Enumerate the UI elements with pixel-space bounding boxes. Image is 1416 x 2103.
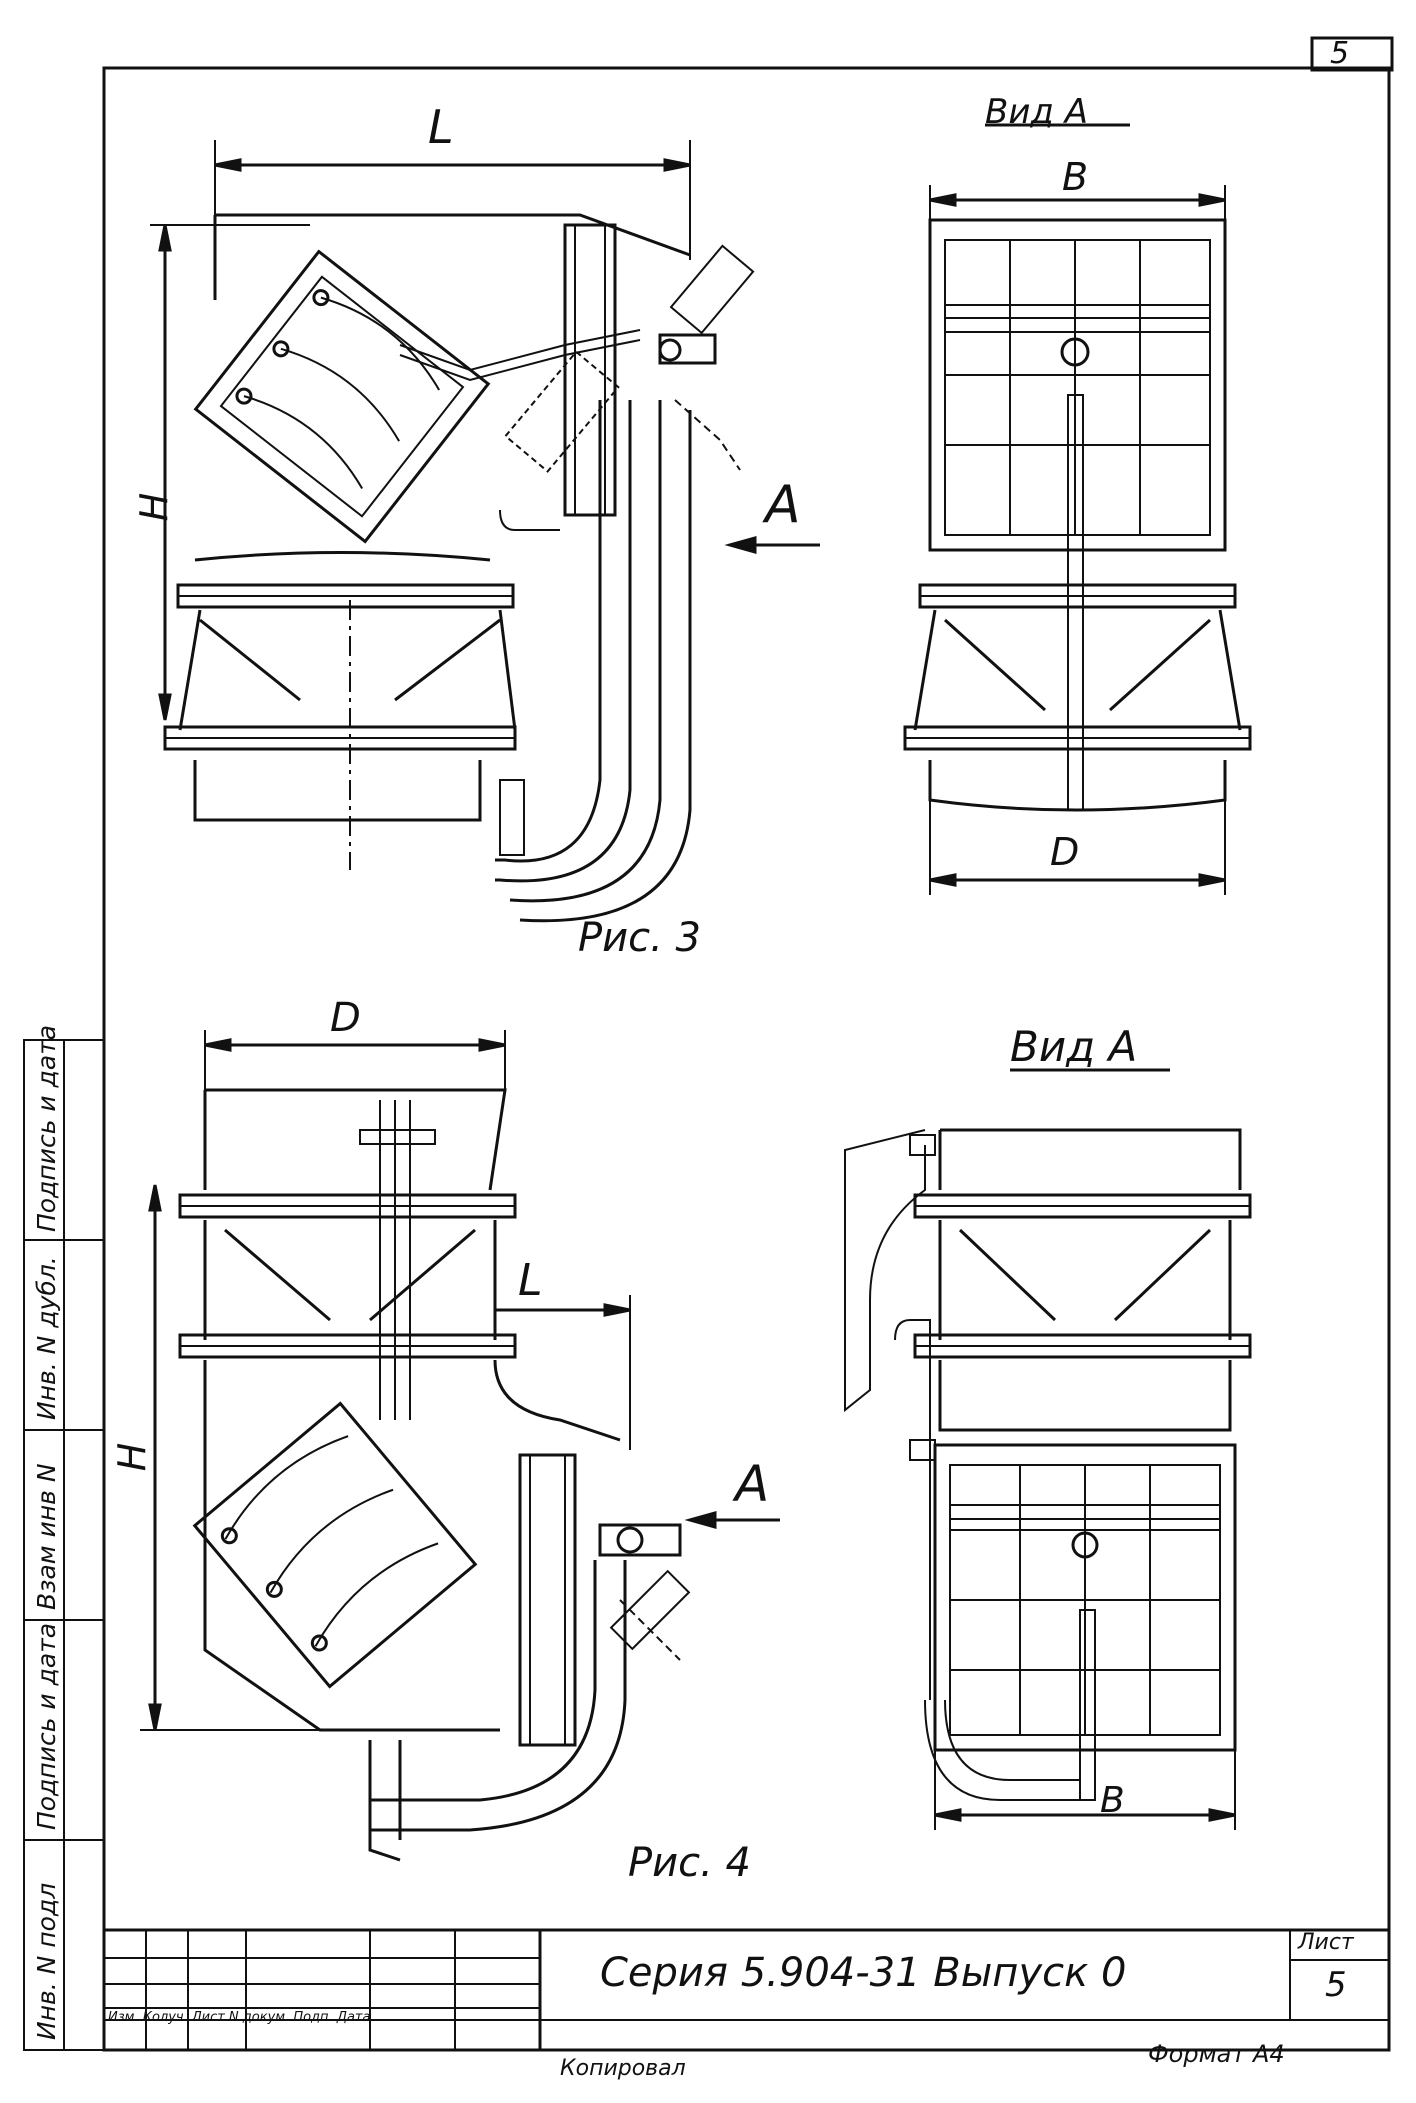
fig4-caption: Рис. 4 [628, 1840, 751, 1886]
figure3-side-view [150, 140, 820, 923]
figure4-view-a [844, 1068, 1252, 1830]
fig4-dim-L: L [518, 1255, 543, 1306]
figure4-side-view [140, 1030, 780, 1862]
sheet-number-box-top [1310, 36, 1394, 72]
title-block-columns: Изм. Колуч. Лист N докум. Подп. Дата [108, 2010, 371, 2025]
title-block-series: Серия 5.904-31 Выпуск 0 [600, 1950, 1127, 1996]
title-block-frame [104, 1928, 1389, 2050]
title-block-sheet-number: 5 [1325, 1965, 1347, 2005]
fig3-caption: Рис. 3 [578, 915, 701, 961]
fig4-dim-H: H [110, 1442, 155, 1472]
fig3-view-title: Вид А [985, 92, 1088, 132]
fig4-view-arrow-label: A [735, 1455, 770, 1513]
side-stamp-label: Подпись и дата [32, 1024, 61, 1232]
fig4-dim-B: B [1100, 1780, 1125, 1821]
side-stamp-frame [23, 1039, 105, 2051]
footer-format: Формат А4 [1148, 2040, 1285, 2068]
side-stamp-label: Инв. N дубл. [32, 1256, 61, 1420]
title-block-sheet-label: Лист [1298, 1930, 1354, 1955]
fig4-view-title: Вид А [1010, 1022, 1138, 1071]
side-stamp-label: Подпись и дата [32, 1622, 61, 1830]
fig3-dim-B: B [1062, 155, 1089, 199]
fig3-dim-L: L [428, 100, 454, 154]
sheet-number-top: 5 [1330, 36, 1350, 71]
fig3-dim-D: D [1050, 830, 1080, 874]
footer-copied: Копировал [560, 2056, 686, 2081]
fig4-dim-D: D [330, 995, 361, 1041]
figure3-view-a [903, 123, 1252, 895]
fig3-view-arrow-label: A [765, 475, 801, 535]
side-stamp-label: Инв. N подл [32, 1882, 61, 2040]
fig3-dim-H: H [132, 492, 177, 522]
side-stamp-label: Взам инв N [32, 1463, 61, 1610]
drawing-frame [102, 66, 1391, 2052]
